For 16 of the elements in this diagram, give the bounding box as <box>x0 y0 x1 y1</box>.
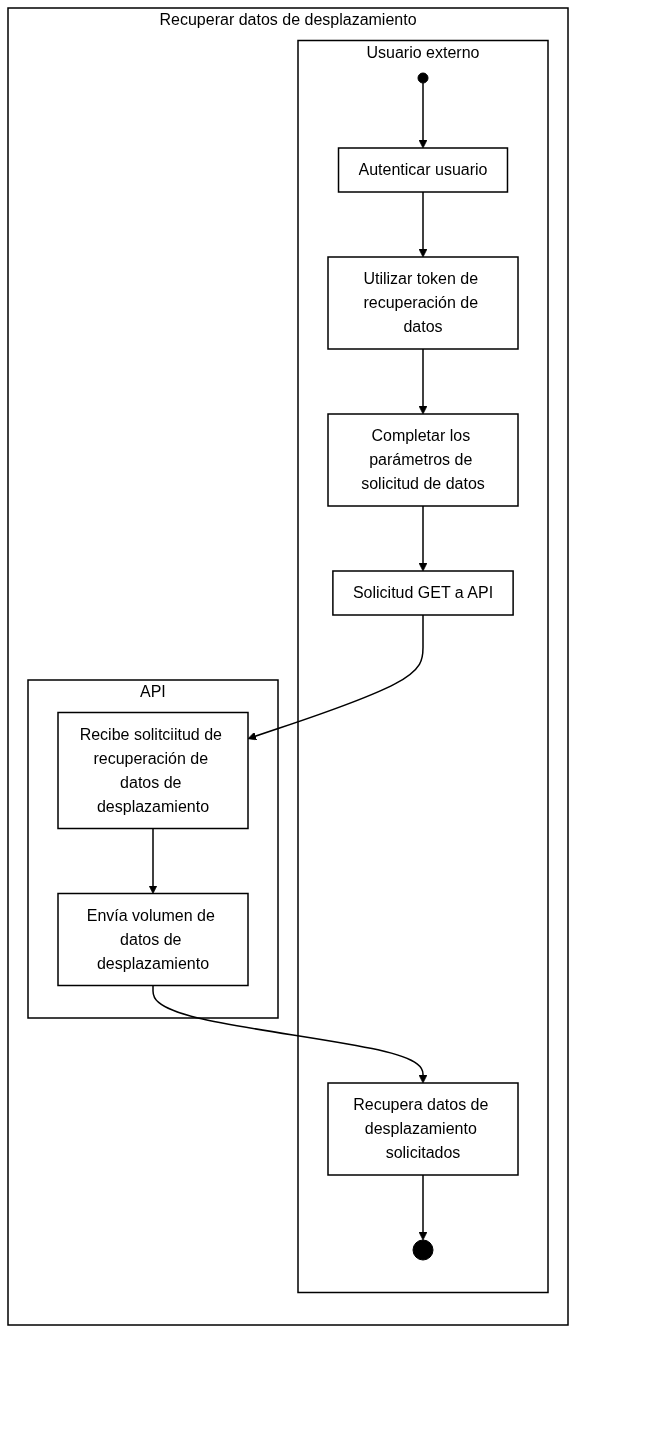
arrow <box>148 827 158 894</box>
arrow <box>418 1174 428 1241</box>
node-circle <box>412 1239 434 1261</box>
node-box: Solicitud GET a API <box>332 570 514 616</box>
node-box: Autenticar usuario <box>337 147 509 193</box>
node-box: Completar los parámetros de solicitud de datos <box>327 413 519 507</box>
node-circle <box>417 72 429 84</box>
node-box: Utilizar token de recuperación de datos <box>327 256 519 350</box>
arrow <box>152 984 428 1084</box>
node-box: Recupera datos de desplazamiento solicitados <box>327 1082 519 1176</box>
node-box: Recibe solitciitud de recuperación de datos de desplazamiento <box>57 711 249 830</box>
arrow <box>418 191 428 258</box>
arrow <box>418 505 428 572</box>
arrow <box>418 348 428 415</box>
node-box: Envía volumen de datos de desplazamiento <box>57 892 249 987</box>
arrow <box>418 82 428 149</box>
